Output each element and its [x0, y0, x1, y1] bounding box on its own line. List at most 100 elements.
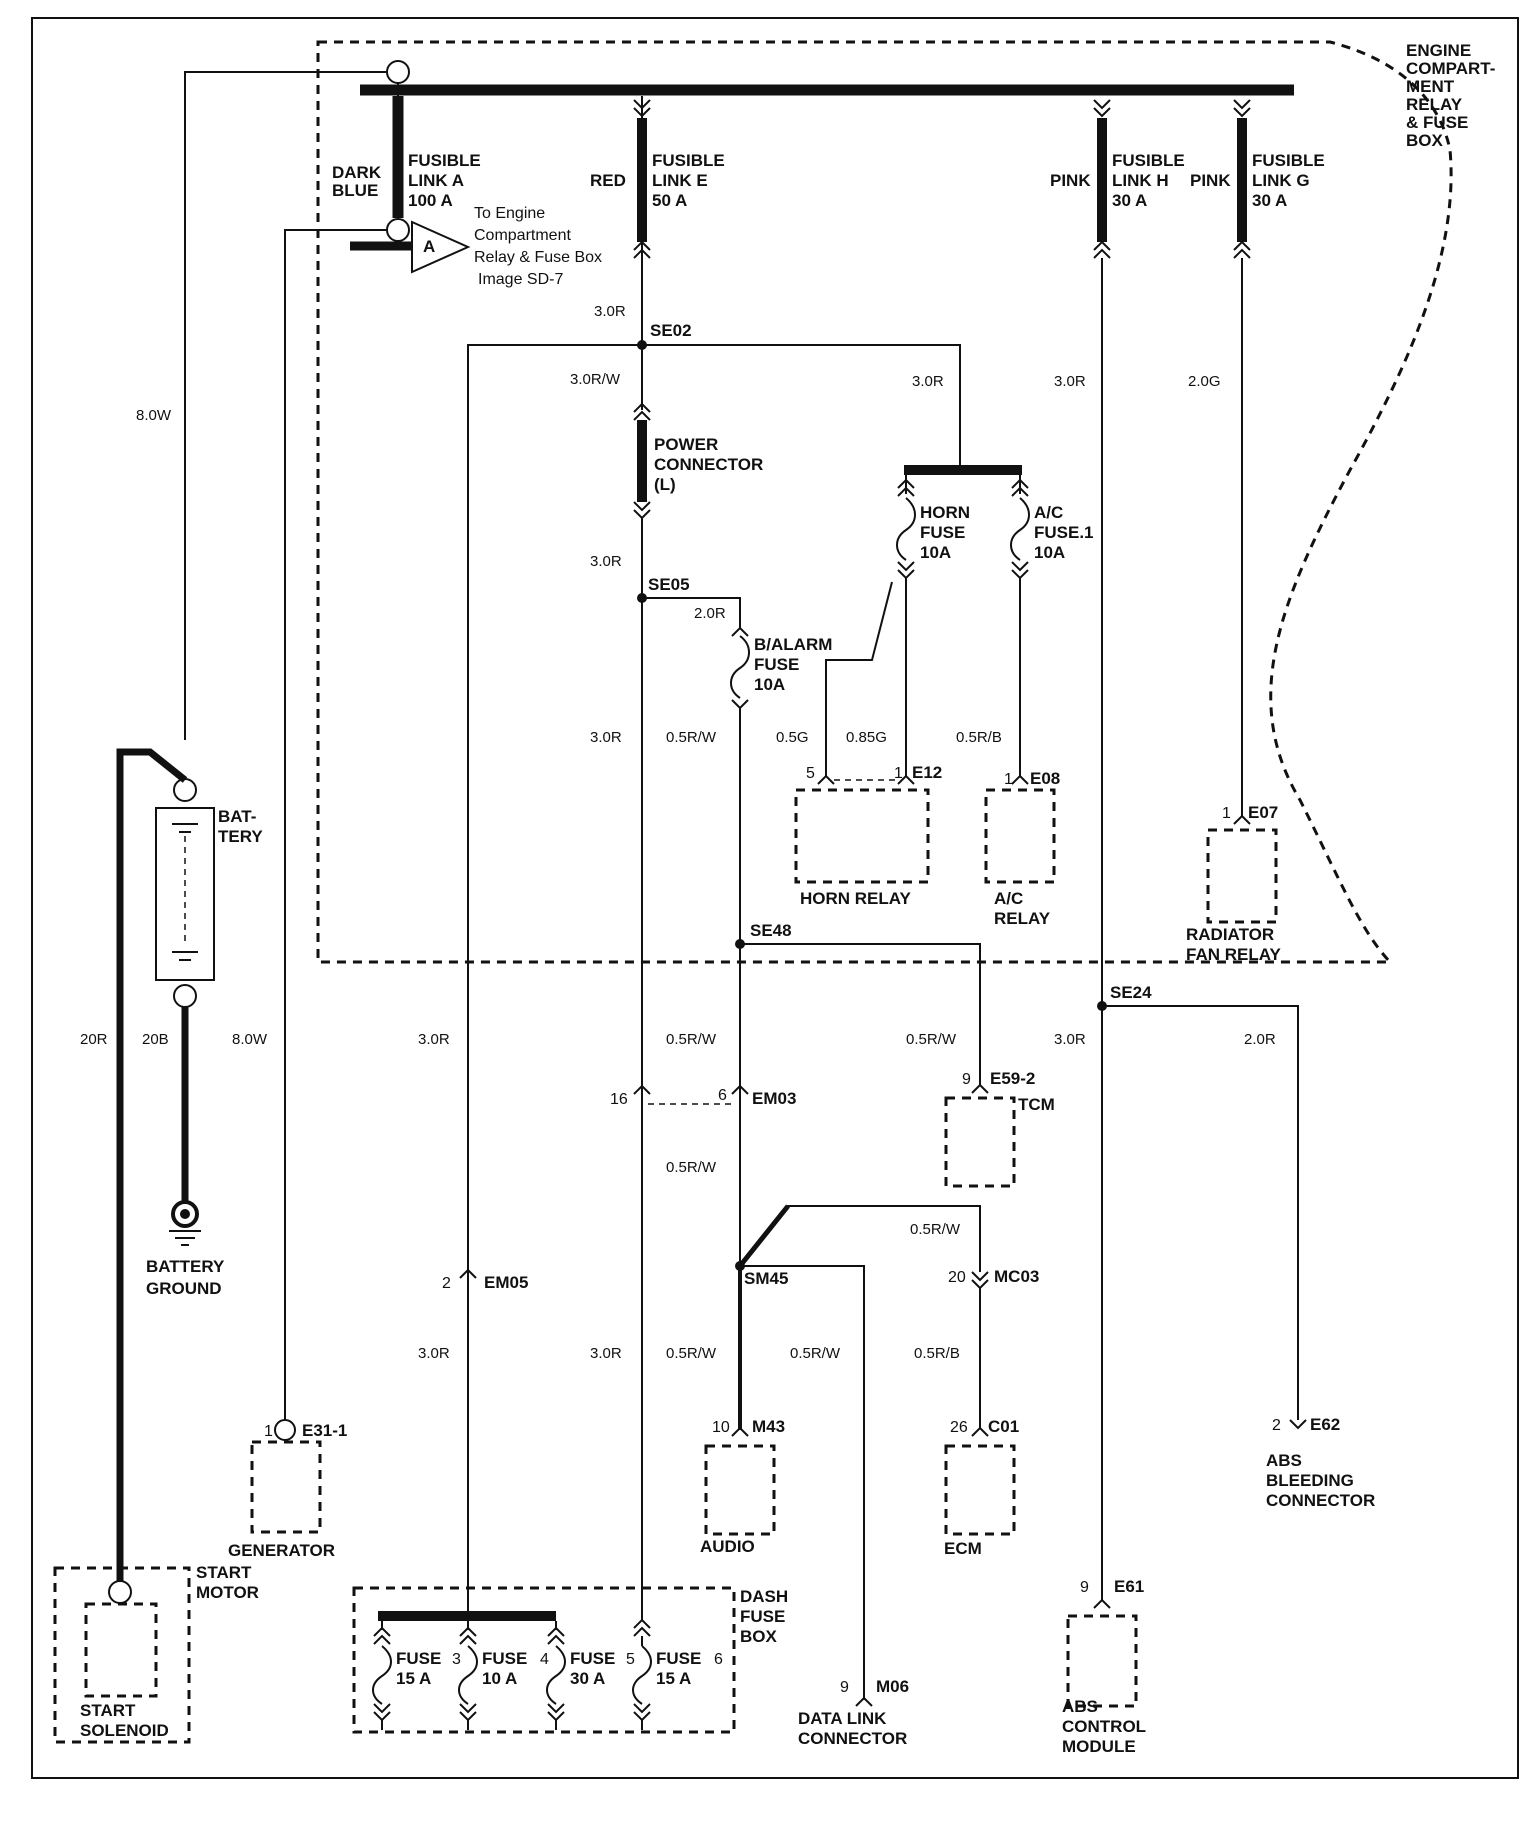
wire-label: 8.0W [232, 1031, 268, 1048]
wire-label: 3.0R [590, 1345, 622, 1362]
chevron-icon [459, 1268, 477, 1279]
abs-module-label-3: MODULE [1062, 1737, 1136, 1756]
chevron-icon [731, 1084, 749, 1095]
balarm-fuse-icon [730, 635, 750, 699]
wire-0-5rw-m06 [740, 1265, 865, 1700]
chevron-icon [633, 501, 651, 512]
link-a-name-2: LINK A [408, 171, 464, 190]
wire-label: 0.5R/B [914, 1345, 960, 1362]
abs-bleeding-label-2: BLEEDING [1266, 1471, 1354, 1490]
link-a-color-1: DARK [332, 163, 382, 182]
fuse-3 [372, 1621, 392, 1730]
ac-fuse-label-3: 10A [1034, 543, 1065, 562]
wire-label: 0.5G [776, 729, 809, 746]
wire-label: 0.5R/W [906, 1031, 957, 1048]
em03-pin-b: 6 [718, 1087, 727, 1104]
fuse-4-number: 4 [540, 1651, 549, 1668]
m43-pin: 10 [712, 1419, 730, 1436]
fuse-3-number: 3 [452, 1651, 461, 1668]
wire-8-0w-battery [184, 71, 386, 740]
power-connector-label-3: (L) [654, 475, 676, 494]
battery-negative-terminal [173, 984, 197, 1008]
e31-id: E31-1 [302, 1421, 347, 1440]
wire-label: 2.0R [694, 605, 726, 622]
m06-pin: 9 [840, 1679, 849, 1696]
horn-relay-label: HORN RELAY [800, 889, 911, 908]
dash-fuse-box [352, 1586, 736, 1734]
fuse-6-label-1: FUSE [656, 1649, 701, 1668]
wire-label: 3.0R/W [570, 371, 621, 388]
e08-id: E08 [1030, 769, 1060, 788]
chevron-icon [971, 1426, 989, 1437]
link-g-name-3: 30 A [1252, 191, 1287, 210]
e12-pin-b: 1 [894, 765, 903, 782]
link-h-name-3: 30 A [1112, 191, 1147, 210]
ground-terminal-center [180, 1209, 190, 1219]
chevron-icon [633, 410, 651, 421]
wire-label: 8.0W [136, 407, 172, 424]
chevron-icon [633, 402, 651, 413]
battery-positive-terminal [173, 778, 197, 802]
ac-fuse-label-1: A/C [1034, 503, 1063, 522]
generator-box [250, 1440, 322, 1534]
link-e-name-1: FUSIBLE [652, 151, 725, 170]
chevron-icon [897, 478, 915, 489]
chevron-icon [1233, 240, 1251, 251]
e08-pin: 1 [1004, 771, 1013, 788]
link-e-name-2: LINK E [652, 171, 708, 190]
em03-id: EM03 [752, 1089, 796, 1108]
fuse-5-label-1: FUSE [570, 1649, 615, 1668]
splice-se05-label: SE05 [648, 575, 690, 594]
engine-box-label-1: ENGINE [1406, 41, 1471, 60]
tcm-label: TCM [1018, 1095, 1055, 1114]
chevron-icon [1011, 561, 1029, 572]
wire-label: 20R [80, 1031, 108, 1048]
wire-0-5rw-tcm [740, 943, 981, 1085]
chevron-icon [1093, 107, 1111, 118]
start-solenoid-label-1: START [80, 1701, 136, 1720]
chevron-icon [1233, 248, 1251, 259]
connector-a-note-1: To Engine [474, 205, 545, 222]
balarm-fuse-label-2: FUSE [754, 655, 799, 674]
link-g-name-1: FUSIBLE [1252, 151, 1325, 170]
abs-bleeding-label-3: CONNECTOR [1266, 1491, 1375, 1510]
wire-3-0r-horn-bus [642, 344, 961, 468]
e62-id: E62 [1310, 1415, 1340, 1434]
fuse-6 [632, 1618, 652, 1730]
chevron-icon [1011, 774, 1029, 785]
chevron-icon [1233, 99, 1251, 110]
wire-label: 3.0R [1054, 1031, 1086, 1048]
start-solenoid-terminal [108, 1580, 132, 1604]
diagram-frame [31, 17, 1519, 1779]
m43-id: M43 [752, 1417, 785, 1436]
start-motor-label-2: MOTOR [196, 1583, 259, 1602]
ecm-label: ECM [944, 1539, 982, 1558]
chevron-icon [633, 107, 651, 118]
fuse-5 [546, 1621, 566, 1730]
e61-pin: 9 [1080, 1579, 1089, 1596]
link-a-color-2: BLUE [332, 181, 378, 200]
abs-bleeding-label-1: ABS [1266, 1451, 1302, 1470]
fuse-3-label-1: FUSE [396, 1649, 441, 1668]
wire-label: 2.0R [1244, 1031, 1276, 1048]
battery-label-2: TERY [218, 827, 263, 846]
battery-ground-label-1: BATTERY [146, 1257, 225, 1276]
wire-3-0r-em05 [467, 344, 642, 1620]
data-link-label-2: CONNECTOR [798, 1729, 907, 1748]
horn-relay-box [794, 788, 930, 884]
link-h-name-2: LINK H [1112, 171, 1169, 190]
engine-box-label-5: & FUSE [1406, 113, 1468, 132]
fusible-link-a-terminal [386, 218, 410, 242]
fuse-4-label-1: FUSE [482, 1649, 527, 1668]
fuse-5-number: 5 [626, 1651, 635, 1668]
ecm-box [944, 1444, 1016, 1536]
link-h-name-1: FUSIBLE [1112, 151, 1185, 170]
wire-label: 0.5R/W [666, 1159, 717, 1176]
fuse-6-number: 6 [714, 1651, 723, 1668]
engine-box-label-2: COMPART- [1406, 59, 1495, 78]
e62-pin: 2 [1272, 1417, 1281, 1434]
connector-a-note-2: Compartment [474, 227, 571, 244]
wire-0-5rw-mc03 [739, 1205, 981, 1272]
